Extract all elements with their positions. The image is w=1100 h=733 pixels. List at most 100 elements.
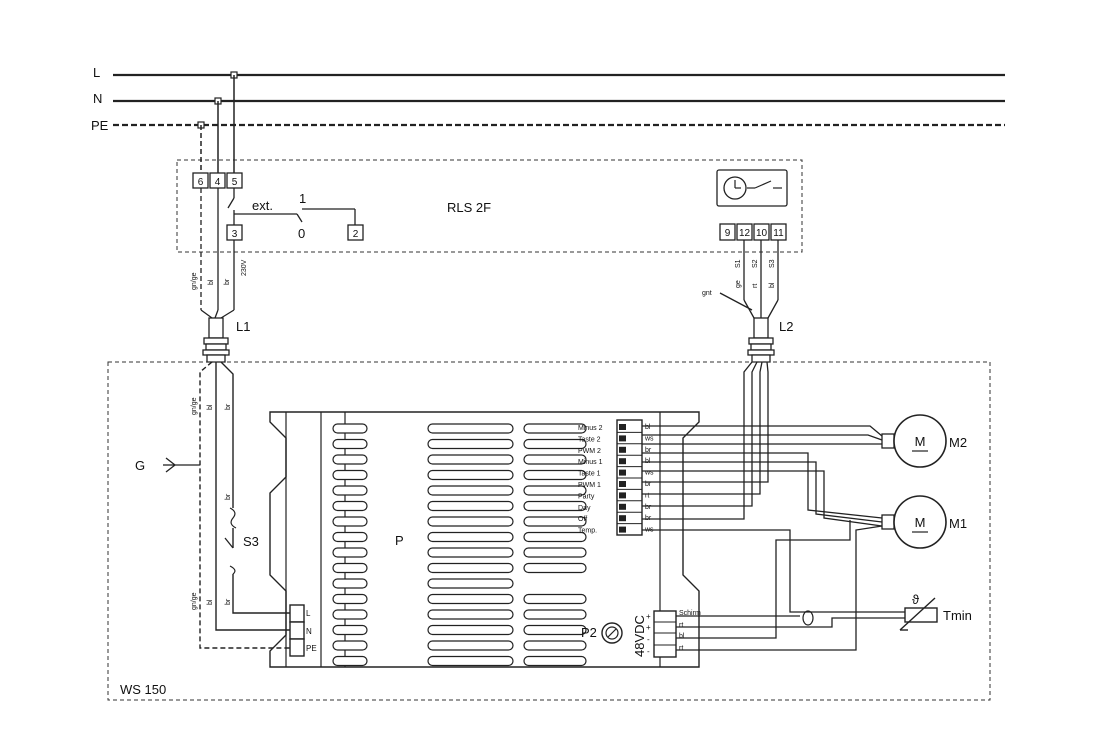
fin-left xyxy=(332,640,368,651)
fin-left xyxy=(332,562,368,574)
fin-left xyxy=(332,500,368,512)
fin-left xyxy=(332,531,368,543)
board-label-p: P xyxy=(395,533,404,548)
motor-m1-label: M1 xyxy=(949,516,967,531)
wire-label-ge: ge xyxy=(735,280,742,288)
motor-m1: M M1 xyxy=(881,495,967,549)
signal-label: Temp. xyxy=(578,528,597,535)
wire-label-gnt: gnt xyxy=(702,290,712,297)
fin-left xyxy=(332,516,368,527)
fin-left xyxy=(332,469,368,481)
cable-l1: gn/ge bl br 230V L1 xyxy=(191,188,250,363)
cable-gland-l1-icon xyxy=(202,317,230,363)
switch-label-s3: S3 xyxy=(243,534,259,549)
wire-label-rt: rt xyxy=(752,284,759,288)
fin-middle xyxy=(427,531,514,543)
fin-left xyxy=(332,423,368,434)
terminal-2: 2 xyxy=(353,229,359,240)
fin-right xyxy=(523,438,587,450)
signal-terminal-screw xyxy=(619,526,626,533)
lv-wire-schirm: Schirm xyxy=(679,610,701,617)
motor-wiring xyxy=(642,425,883,527)
fin-left xyxy=(332,485,368,496)
wire-label-gnge: gn/ge xyxy=(191,272,198,290)
signal-terminal-screw xyxy=(619,481,626,487)
wire-label-s1: S1 xyxy=(735,259,742,268)
fin-middle xyxy=(427,438,514,450)
heatsink-fins-middle xyxy=(427,423,514,667)
heatsink-fins-left xyxy=(332,423,368,667)
signal-terminal-screw xyxy=(619,515,626,522)
fin-middle xyxy=(427,609,514,620)
ext-switch: ext. 1 0 3 2 xyxy=(226,188,364,241)
wire-label-bl-right: bl xyxy=(769,282,776,288)
ws-wire-label-bl: bl xyxy=(207,404,214,410)
fin-left xyxy=(332,655,368,667)
fin-left xyxy=(332,609,368,620)
terminal-9: 9 xyxy=(725,228,731,239)
signal-label: Taste 1 xyxy=(578,471,601,478)
signal-terminal-screw xyxy=(619,469,626,476)
ws-wire-label-br-bottom: br xyxy=(225,598,232,605)
ground-g-icon xyxy=(163,457,200,473)
lv-wire-bl: bl xyxy=(679,633,685,640)
mains-label-l: L xyxy=(93,65,100,80)
signal-wire-color: br xyxy=(645,481,652,488)
ws-wire-label-br-mid: br xyxy=(225,493,232,500)
ground-label-g: G xyxy=(135,458,145,473)
ws-wire-label-gnge: gn/ge xyxy=(191,397,198,415)
signal-label: PWM 2 xyxy=(578,448,601,455)
signal-wire-color: bl xyxy=(645,424,651,431)
fin-right xyxy=(523,593,587,605)
fin-middle xyxy=(427,423,514,434)
ws-left-wiring: S3 gn/ge bl br br gn/ge bl br G xyxy=(135,361,290,649)
signal-terminal-screw xyxy=(619,503,626,510)
terminal-3: 3 xyxy=(232,229,238,240)
signal-wire-color: br xyxy=(645,504,652,511)
sensor-label-tmin: Tmin xyxy=(943,608,972,623)
lv-wire-rt-1: rt xyxy=(679,622,683,629)
fin-middle xyxy=(427,655,514,667)
lv-sign-1: + xyxy=(646,612,651,621)
cable-gland-l2-icon xyxy=(747,317,775,363)
mains-label-pe: PE xyxy=(91,118,109,133)
signal-label: Taste 2 xyxy=(578,436,601,443)
fin-right xyxy=(523,655,587,667)
fin-right xyxy=(523,547,587,558)
fin-right xyxy=(523,423,587,434)
motor-m1-symbol: M xyxy=(915,515,926,530)
fin-left xyxy=(332,578,368,589)
fin-right xyxy=(523,469,587,481)
fin-right xyxy=(523,624,587,636)
lv-voltage-label: 48VDC xyxy=(632,615,647,657)
fin-middle xyxy=(427,454,514,465)
signal-label: PWM 1 xyxy=(578,482,601,489)
ws-wire-label-gnge-bottom: gn/ge xyxy=(191,592,198,610)
ws-wire-label-br: br xyxy=(225,403,232,410)
terminal-5: 5 xyxy=(232,177,238,188)
terminal-10: 10 xyxy=(756,228,768,239)
rls-right-terminals: 9 12 10 11 xyxy=(719,223,787,241)
signal-label: Minus 1 xyxy=(578,459,603,466)
fin-middle xyxy=(427,500,514,512)
gland-label-l1: L1 xyxy=(236,319,250,334)
ws-title: WS 150 xyxy=(120,682,166,697)
fin-right xyxy=(523,454,587,465)
power-terminal-l: L xyxy=(306,609,311,618)
signal-terminal-screw xyxy=(619,492,626,499)
temperature-sensor-tmin: ϑ Tmin xyxy=(899,592,972,631)
signal-label: Off xyxy=(578,516,587,523)
lv-sign-3: - xyxy=(647,635,650,644)
signal-label: Minus 2 xyxy=(578,425,603,432)
terminal-12: 12 xyxy=(739,228,751,239)
cable-l2: S1 S2 S3 ge rt bl gnt L2 xyxy=(702,240,793,363)
fin-left xyxy=(332,547,368,558)
fin-middle xyxy=(427,624,514,636)
power-terminal-block: L N PE xyxy=(289,604,317,657)
lv-sign-2: + xyxy=(646,623,651,632)
potentiometer-p2-icon[interactable] xyxy=(601,622,623,644)
mains-lines: L N PE xyxy=(91,65,1005,133)
